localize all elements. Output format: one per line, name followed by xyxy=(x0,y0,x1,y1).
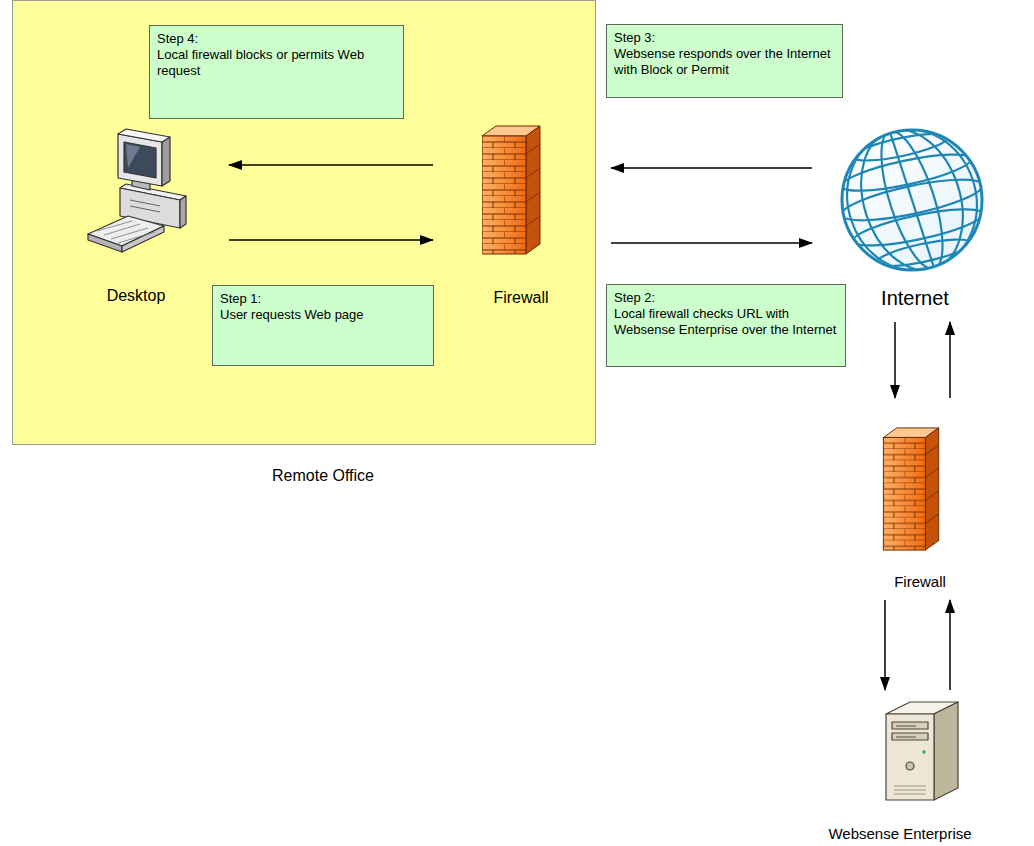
step-heading: Step 2: xyxy=(614,290,838,306)
flow-arrow xyxy=(229,239,433,241)
desktop-node: Desktop xyxy=(81,129,191,305)
firewall-node: Firewall xyxy=(870,425,970,590)
remote-office-ground xyxy=(12,0,596,445)
node-label: Internet xyxy=(881,287,949,310)
internet-globe-icon xyxy=(828,110,995,290)
flow-arrow xyxy=(229,164,433,166)
step-text: Local firewall blocks or permits Web req… xyxy=(157,47,396,79)
node-label: Firewall xyxy=(894,573,946,590)
flow-arrow xyxy=(611,167,812,169)
region-label: Remote Office xyxy=(13,467,633,485)
flow-arrow xyxy=(949,322,951,398)
flow-arrow xyxy=(894,322,896,398)
step-box: Step 3:Websense responds over the Intern… xyxy=(606,24,843,98)
firewall-icon xyxy=(482,126,540,254)
internet-node: Internet xyxy=(837,128,993,310)
step-heading: Step 1: xyxy=(220,291,426,307)
step-text: Local firewall checks URL with Websense … xyxy=(614,306,838,338)
firewall-icon xyxy=(883,428,938,550)
node-label: Desktop xyxy=(107,287,166,305)
flow-arrow xyxy=(884,600,886,690)
flow-arrow xyxy=(949,600,951,690)
firewall-node: Firewall xyxy=(476,119,566,307)
node-label: Firewall xyxy=(493,289,548,307)
step-text: Websense responds over the Internet with… xyxy=(614,46,835,78)
step-box: Step 4:Local firewall blocks or permits … xyxy=(149,25,404,119)
desktop-computer-icon xyxy=(88,129,186,252)
step-heading: Step 4: xyxy=(157,31,396,47)
node-label: Websense Enterprise xyxy=(828,825,971,842)
step-box: Step 1:User requests Web page xyxy=(212,285,434,366)
step-heading: Step 3: xyxy=(614,30,835,46)
flow-arrow xyxy=(611,242,812,244)
remote-office-region: Remote OfficeStep 4:Local firewall block… xyxy=(12,0,596,445)
step-box: Step 2:Local firewall checks URL with We… xyxy=(606,284,846,367)
websense-server-node: Websense Enterprise xyxy=(824,698,975,842)
step-text: User requests Web page xyxy=(220,307,426,323)
server-icon xyxy=(886,702,958,800)
